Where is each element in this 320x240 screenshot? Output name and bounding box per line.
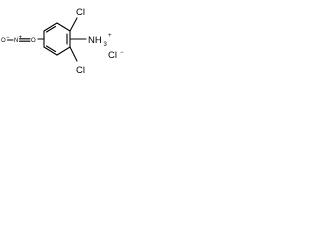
- ring-bond-c1-c2: [56, 22, 71, 32]
- ring-inner-double-bond-bottom: [45, 45, 57, 53]
- ring-bond-c5-c6: [56, 46, 71, 56]
- ring-bond-c2-c3: [43, 22, 58, 32]
- bond-to-cl-bottom: [69, 46, 78, 62]
- ammonium-charge: +: [108, 33, 112, 39]
- nitro-nitrogen-label: N: [14, 38, 18, 44]
- nitro-oxygen-left-label: O: [1, 38, 6, 44]
- ring-bond-c4-c5: [43, 46, 58, 56]
- chlorine-top-label: Cl: [76, 7, 85, 18]
- bond-to-cl-top: [69, 17, 78, 32]
- ring-inner-double-bond-top: [45, 25, 57, 33]
- ammonium-subscript: 3: [104, 42, 108, 48]
- nitro-nitrogen-charge: +: [19, 35, 23, 41]
- nitro-oxygen-charge: −: [6, 35, 10, 41]
- chlorine-bottom-label: Cl: [76, 65, 85, 76]
- counter-ion-label: Cl: [108, 50, 117, 61]
- counter-ion-charge: −: [120, 50, 124, 56]
- nitro-oxygen-right-label: O: [31, 38, 36, 44]
- chemical-structure-diagram: Cl Cl NH 3 + Cl − O − N + O: [1, 7, 124, 76]
- ammonium-label: NH: [88, 35, 102, 46]
